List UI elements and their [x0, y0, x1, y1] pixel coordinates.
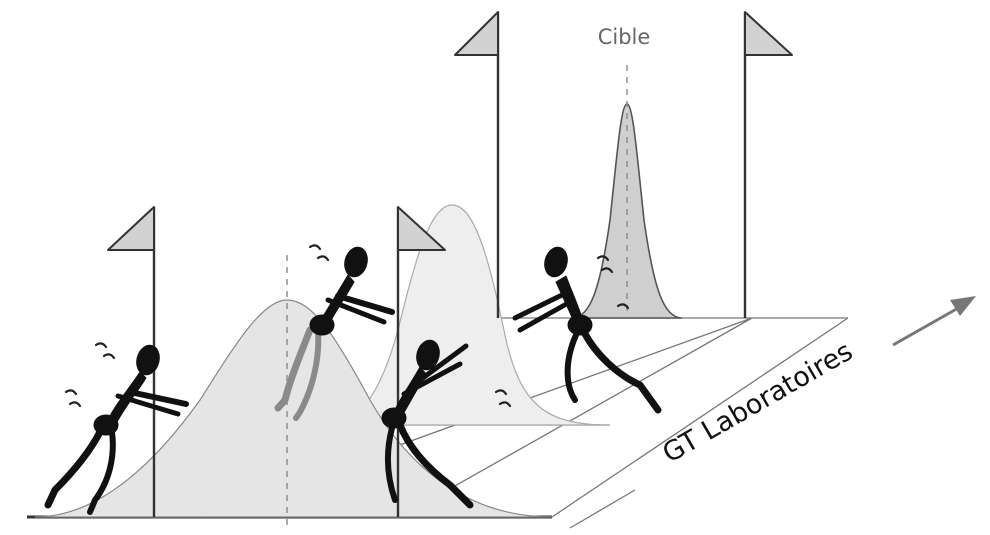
- flag-4: [745, 12, 792, 318]
- pusher-figure: [310, 245, 392, 335]
- direction-arrow: [893, 296, 976, 345]
- axis-label: GT Laboratoires: [657, 336, 858, 470]
- target-label: Cible: [598, 25, 651, 49]
